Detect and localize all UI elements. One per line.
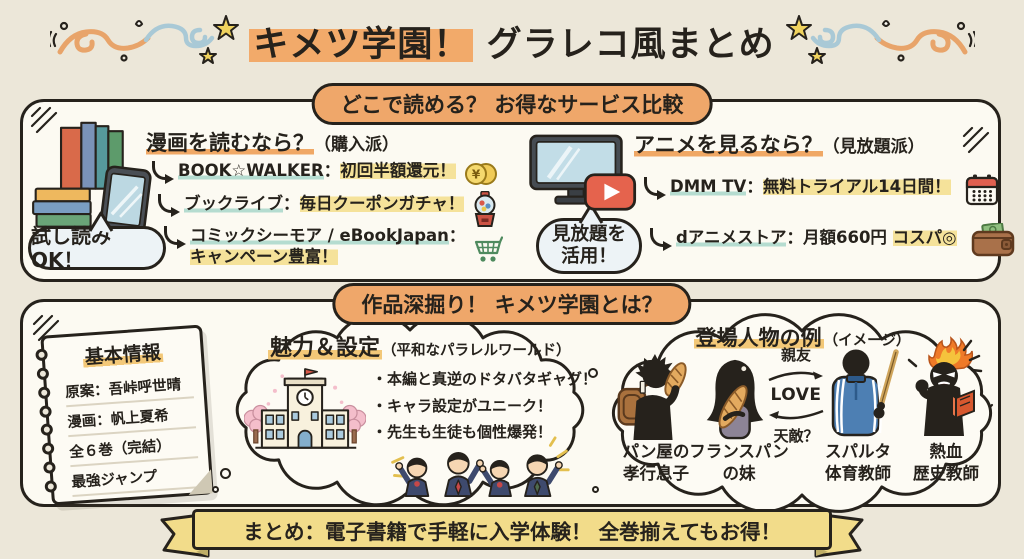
page-title-highlight: キメツ学園！ [249,25,474,65]
service-row-bookwalker: BOOK☆WALKER：初回半額還元！ ¥ [152,160,498,187]
cast-label-history-teacher: 熱血歴史教師 [913,442,979,483]
service-row-danime: dアニメストア：月額660円 コスパ◎ [650,223,1015,257]
relation-bottom-label: 天敵？ [773,427,819,445]
arrow-icon [644,177,666,200]
manga-heading: 漫画を読むなら？（購入派） [146,131,399,155]
anime-heading: アニメを見るなら？（見放題派） [634,133,925,157]
appeal-bullet: ・本編と真逆のドタバタギャグ！ [372,370,598,388]
coins-icon: ¥ [464,163,497,185]
page-title: キメツ学園！ グラレコ風まとめ [0,16,1024,67]
appeal-bullet: ・先生も生徒も個性爆発！ [372,423,553,442]
trial-reading-bubble: 試し読みOK！ [28,211,166,272]
flourish-right-decoration [786,15,975,64]
cart-icon [475,236,504,262]
relation-top-label: 親友 [780,346,811,364]
relation-middle-label: LOVE [770,385,822,405]
streaming-bubble: 見放題を活用！ [536,203,642,274]
hatch-decoration [962,126,990,154]
arrow-icon [650,228,672,251]
arrow-icon [158,194,180,217]
arrow-icon [164,226,186,249]
calendar-icon [965,174,998,206]
gacha-icon [474,191,496,227]
page-title-rest: グラレコ風まとめ [473,25,775,65]
service-row-cmoa-ebookjapan: コミックシーモア / eBookJapan： キャンペーン豊富！ [164,225,504,268]
services-panel-header: どこで読める？ お得なサービス比較 [311,83,713,125]
school-icon [244,368,366,449]
arrow-left-icon [769,409,824,420]
cast-label-sparta-pe-teacher: スパルタ体育教師 [825,442,891,483]
appeal-bullets: ・本編と真逆のドタバタギャグ！ ・キャラ設定がユニーク！ ・先生も生徒も個性爆発… [372,366,597,446]
appeal-bullet: ・キャラ設定がユニーク！ [372,396,553,415]
relationship-annotations: 親友 LOVE 天敵？ [764,344,828,446]
hatch-decoration [30,106,58,134]
flourish-left-decoration [50,15,239,64]
bubble-tail [88,211,114,232]
notebook-title: 基本情報 [82,341,164,369]
page-curl-icon [187,469,213,495]
deepdive-panel-header: 作品深掘り！ キメツ学園とは？ [332,283,692,325]
cast-label-bakery-son: パン屋の孝行息子 [622,442,690,483]
summary-banner: まとめ：電子書籍で手軽に入学体験！ 全巻揃えてもお得！ [192,509,832,550]
service-row-dmmtv: DMM TV：無料トライアル14日間！ [644,174,999,206]
cast-title: 登場人物の例（イメージ） [693,326,911,350]
service-row-booklive: ブックライブ：毎日クーポンガチャ！ [158,191,498,227]
students-icon [391,436,570,498]
character-sparta-pe-teacher [831,349,899,437]
appeal-title: 魅力＆設定（平和なパラレルワールド） [268,336,571,361]
arrow-icon [152,161,174,184]
books-icon [32,121,152,236]
hatch-decoration [32,314,60,342]
play-button-icon [583,173,637,211]
wallet-icon [971,223,1014,257]
character-hotblooded-history-teacher [907,336,983,436]
cast-label-baguette-sister: フランスパンの妹 [689,442,789,483]
notebook-icon: 基本情報 原案：吾峠呼世晴 漫画：帆上夏希 全６巻（完結） 最強ジャンプ [35,324,214,506]
character-bakery-son [617,353,687,440]
svg-text:¥: ¥ [472,168,481,182]
character-baguette-sister [706,359,764,440]
arrow-right-icon [768,371,823,382]
